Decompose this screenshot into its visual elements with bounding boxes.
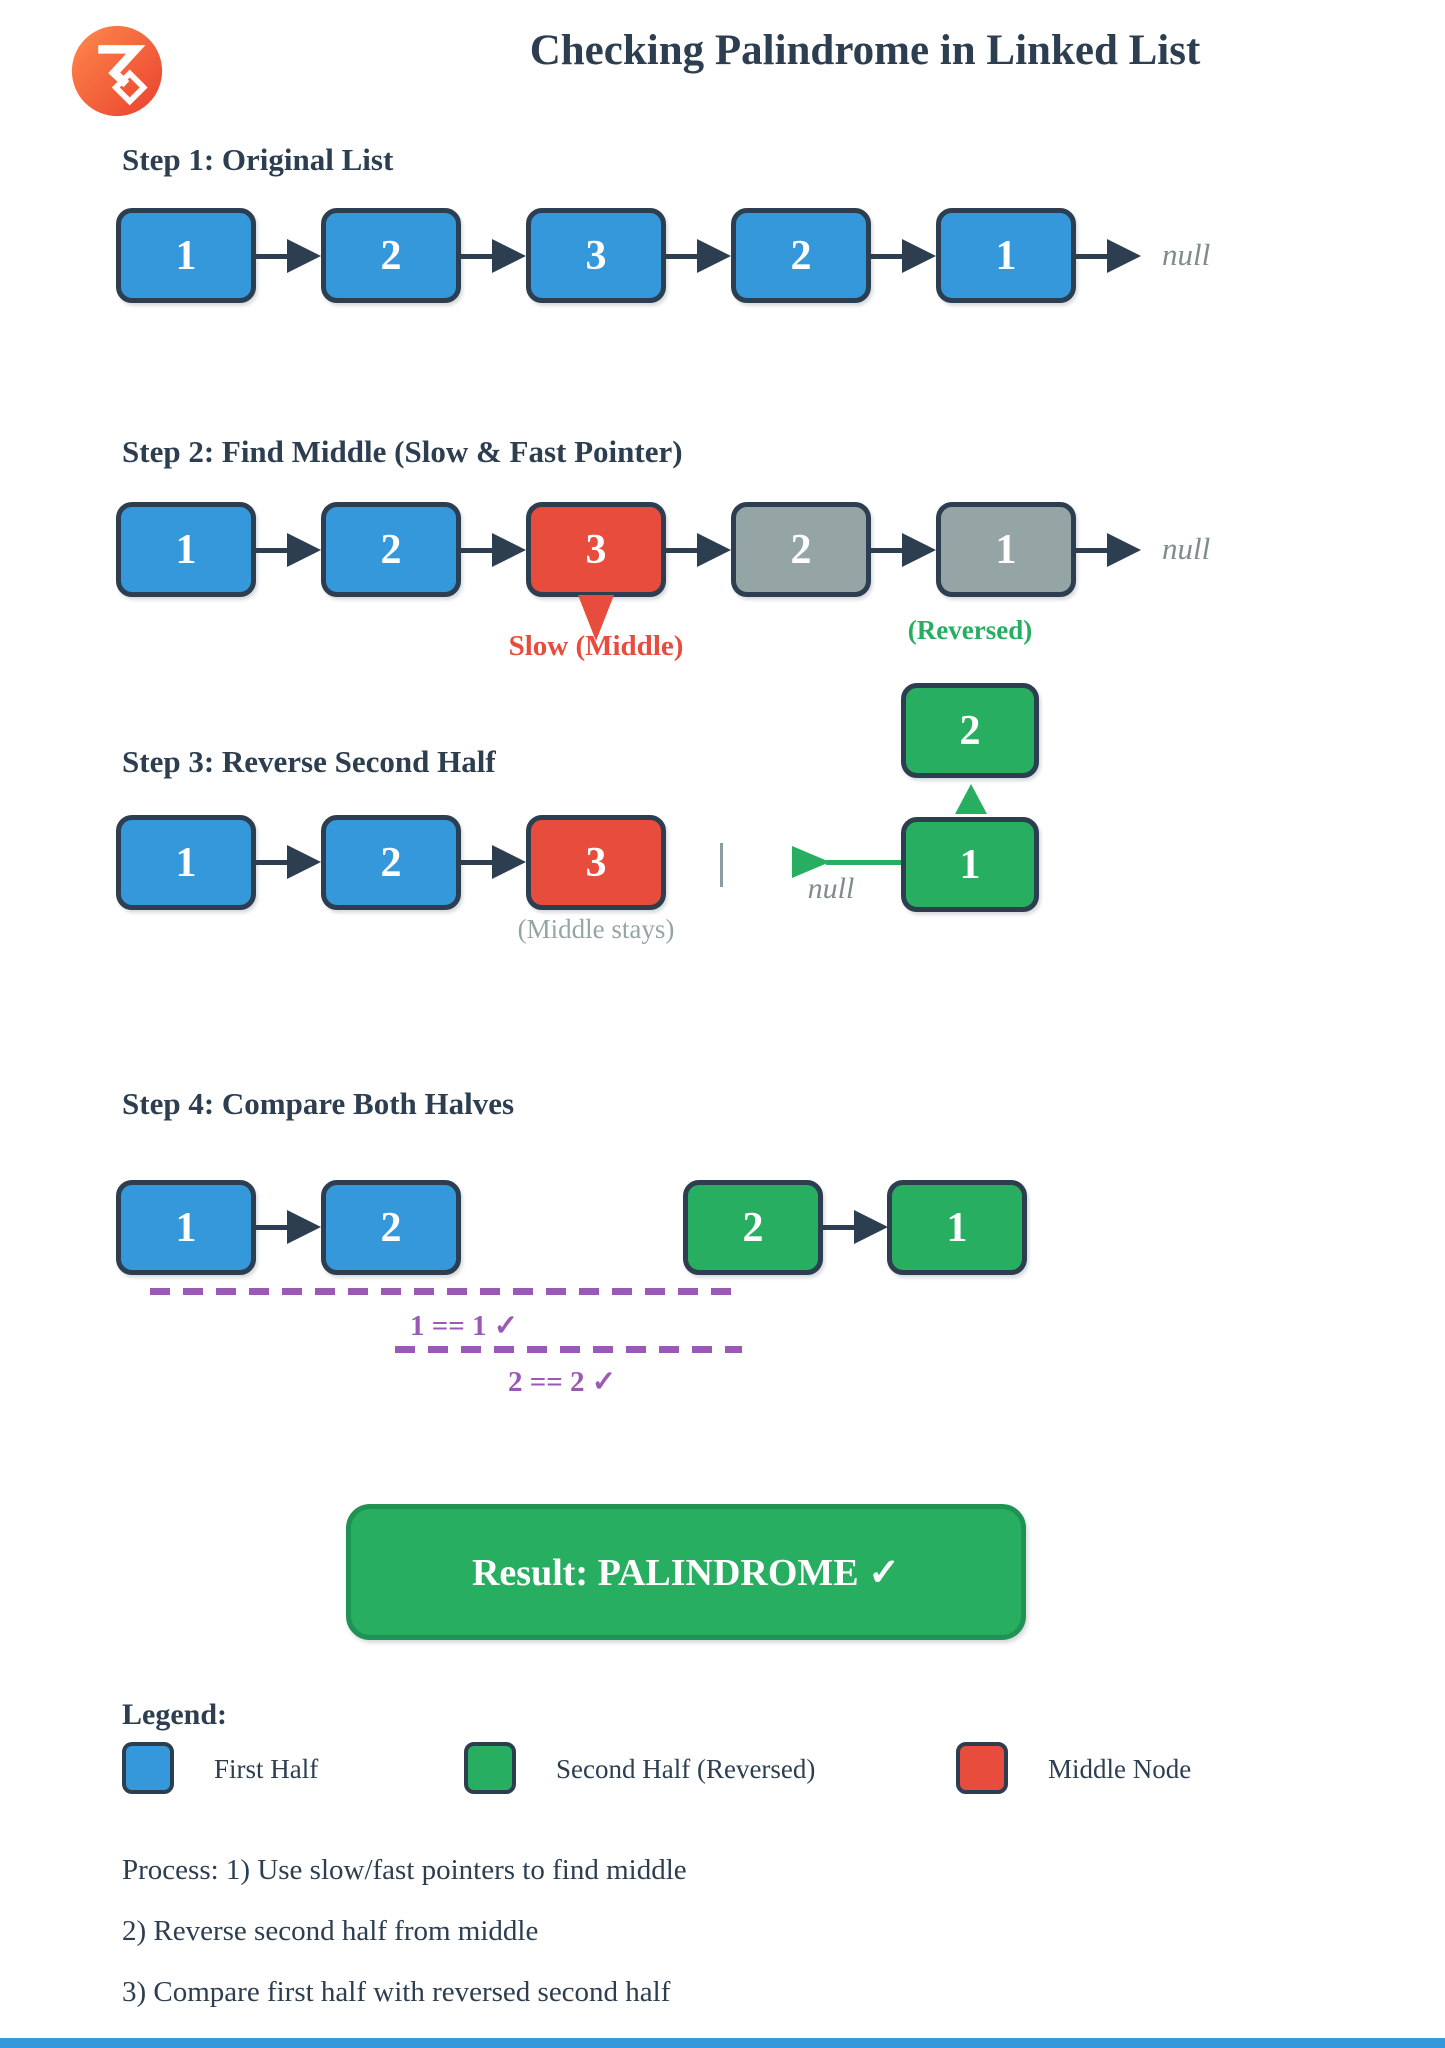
page-title: Checking Palindrome in Linked List <box>529 27 1201 74</box>
comparison-line-1 <box>150 1288 742 1295</box>
next-pointer-arrow <box>1076 239 1141 273</box>
legend-swatch-first-half <box>122 1742 174 1794</box>
step4-second-node-2: 2 <box>683 1180 823 1275</box>
process-line-2: 2) Reverse second half from middle <box>122 1915 539 1947</box>
step2-node-2: 2 <box>321 502 461 597</box>
next-pointer-arrow <box>461 533 526 567</box>
up-pointer-arrow-icon <box>955 784 987 814</box>
step2-node-4: 2 <box>731 502 871 597</box>
next-pointer-arrow <box>256 1210 321 1244</box>
step1-node-1: 1 <box>116 208 256 303</box>
step3-reversed-node-1: 1 <box>901 817 1039 912</box>
null-pointer-line <box>826 860 903 865</box>
step1-heading: Step 1: Original List <box>122 142 394 177</box>
step2-node-5: 1 <box>936 502 1076 597</box>
step2-middle-node: 3 <box>526 502 666 597</box>
legend-label-second-half: Second Half (Reversed) <box>556 1754 816 1784</box>
reversed-label: (Reversed) <box>907 615 1033 645</box>
null-pointer-arrowhead-icon <box>792 846 830 878</box>
process-notes: Process: 1) Use slow/fast pointers to fi… <box>122 1840 687 2023</box>
step2-heading: Step 2: Find Middle (Slow & Fast Pointer… <box>122 434 683 469</box>
next-pointer-arrow <box>871 239 936 273</box>
step3-node-2: 2 <box>321 815 461 910</box>
middle-stays-label: (Middle stays) <box>517 914 675 944</box>
separator-line <box>720 843 723 887</box>
legend-swatch-middle-node <box>956 1742 1008 1794</box>
step3-reversed-node-2: 2 <box>901 683 1039 778</box>
next-pointer-arrow <box>823 1210 888 1244</box>
step4-heading: Step 4: Compare Both Halves <box>122 1086 515 1121</box>
next-pointer-arrow <box>461 239 526 273</box>
step4-second-node-1: 1 <box>887 1180 1027 1275</box>
next-pointer-arrow <box>666 533 731 567</box>
step4-first-node-2: 2 <box>321 1180 461 1275</box>
brand-logo <box>70 24 164 118</box>
next-pointer-arrow <box>1076 533 1141 567</box>
step3-node-1: 1 <box>116 815 256 910</box>
step3-heading: Step 3: Reverse Second Half <box>122 744 496 779</box>
next-pointer-arrow <box>871 533 936 567</box>
footer-accent-bar <box>0 2038 1445 2048</box>
null-label: null <box>1162 531 1211 566</box>
next-pointer-arrow <box>461 845 526 879</box>
step1-node-4: 2 <box>731 208 871 303</box>
comparison-text-1: 1 == 1 ✓ <box>409 1310 519 1342</box>
step1-node-5: 1 <box>936 208 1076 303</box>
step1-node-3: 3 <box>526 208 666 303</box>
step3-middle-node: 3 <box>526 815 666 910</box>
next-pointer-arrow <box>256 845 321 879</box>
next-pointer-arrow <box>256 533 321 567</box>
legend-swatch-second-half <box>464 1742 516 1794</box>
sigma-diamond-icon <box>71 25 163 117</box>
slow-middle-label: Slow (Middle) <box>508 630 684 662</box>
slow-pointer-tail-icon <box>578 595 614 641</box>
comparison-text-2: 2 == 2 ✓ <box>507 1366 617 1398</box>
step2-node-1: 1 <box>116 502 256 597</box>
result-banner: Result: PALINDROME ✓ <box>346 1504 1026 1640</box>
next-pointer-arrow <box>666 239 731 273</box>
null-label: null <box>807 872 855 905</box>
null-label: null <box>1162 237 1211 272</box>
next-pointer-arrow <box>256 239 321 273</box>
legend-label-first-half: First Half <box>214 1754 319 1784</box>
legend-label-middle-node: Middle Node <box>1048 1754 1192 1784</box>
legend-heading: Legend: <box>122 1698 227 1731</box>
comparison-line-2 <box>395 1346 742 1353</box>
step1-node-2: 2 <box>321 208 461 303</box>
step4-first-node-1: 1 <box>116 1180 256 1275</box>
process-line-3: 3) Compare first half with reversed seco… <box>122 1976 671 2008</box>
process-line-1: Process: 1) Use slow/fast pointers to fi… <box>122 1854 687 1886</box>
